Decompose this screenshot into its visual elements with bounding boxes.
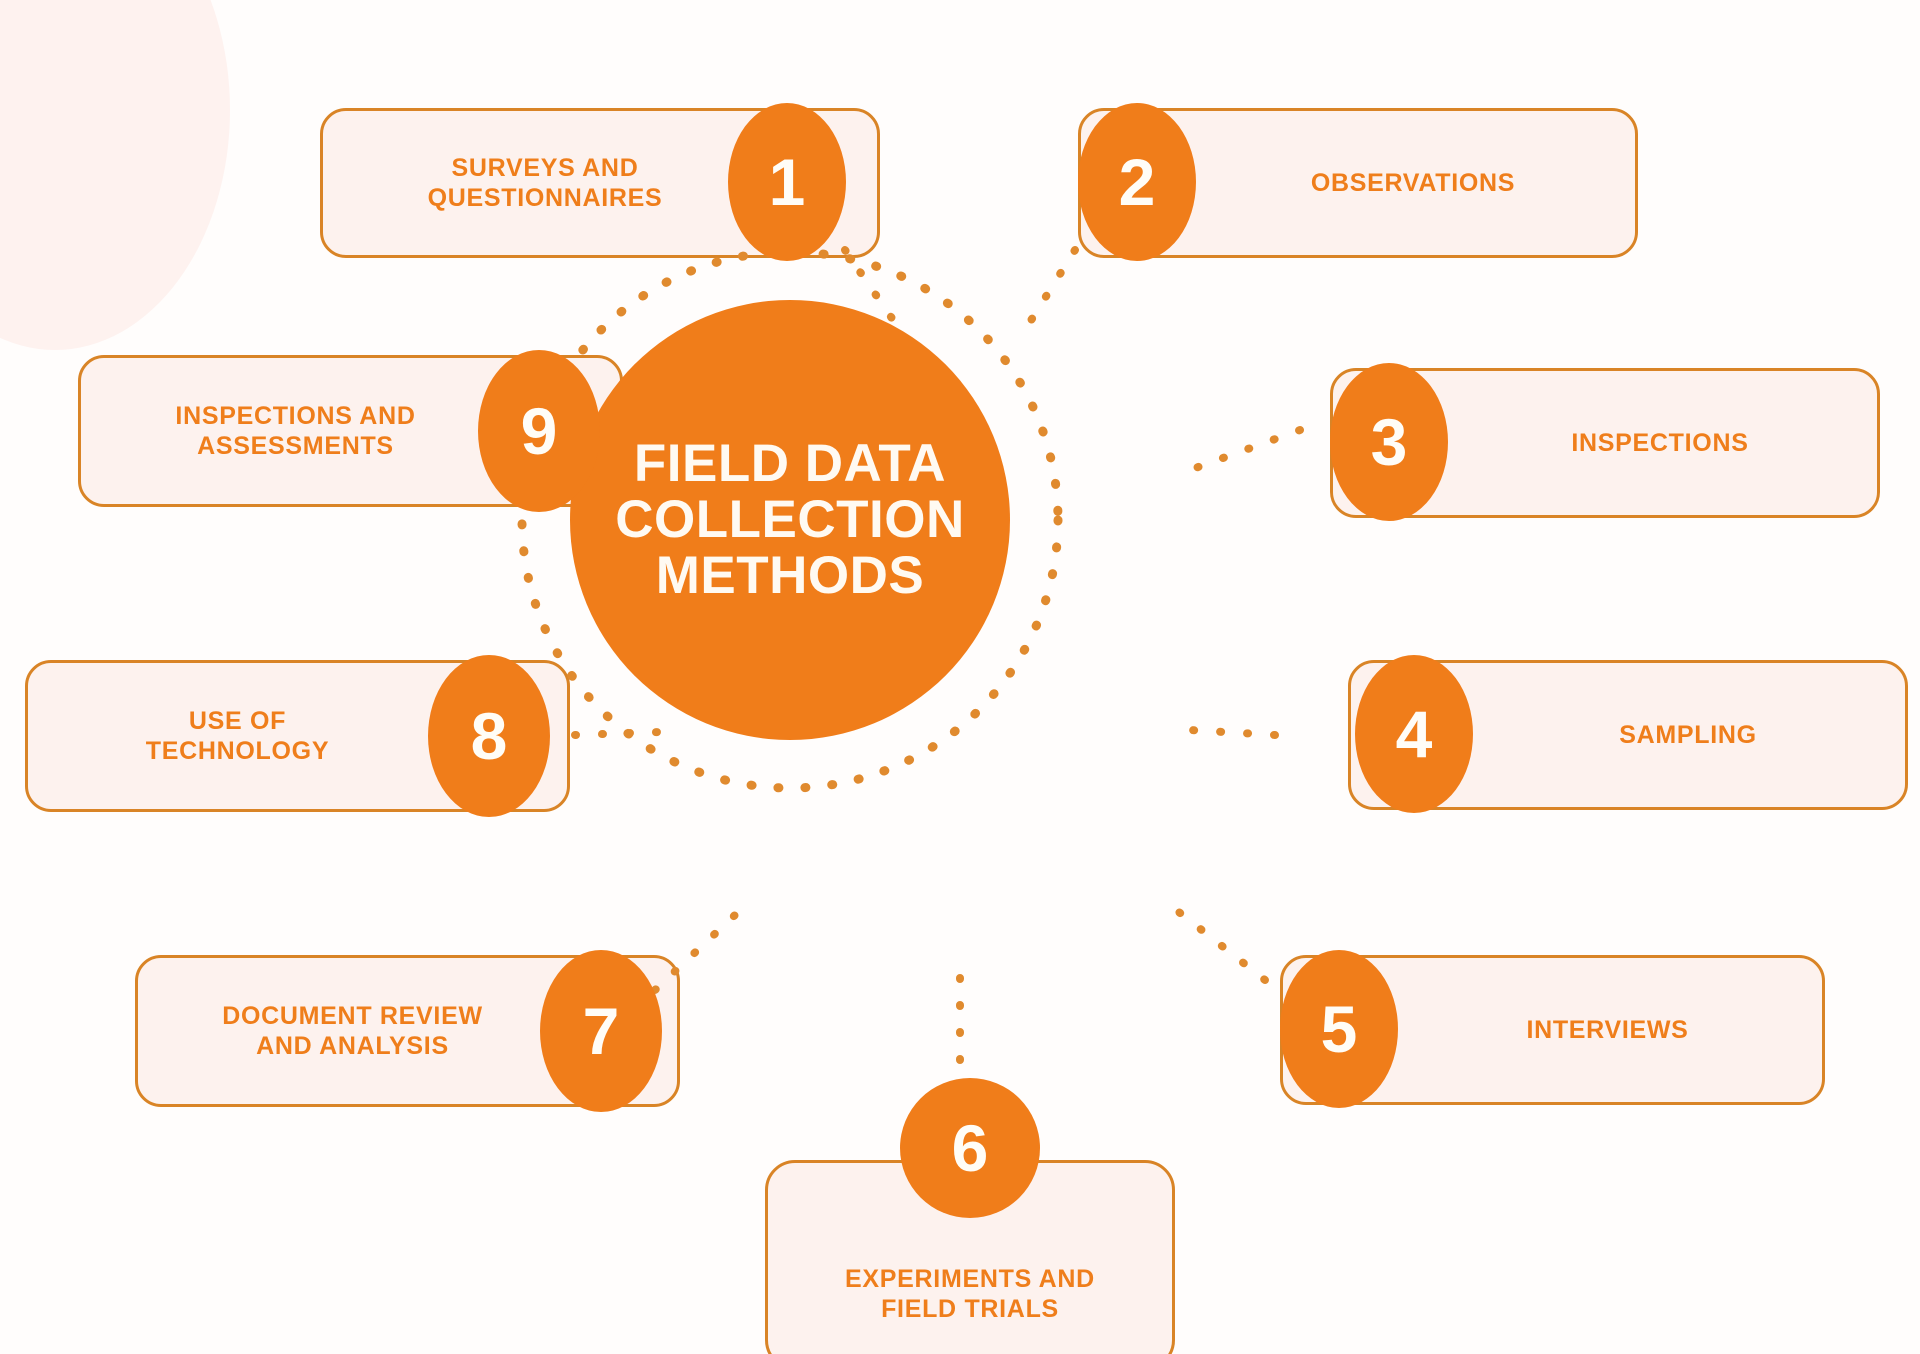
card-item-9-label: INSPECTIONS AND ASSESSMENTS	[175, 402, 416, 460]
spoke-2	[1021, 246, 1079, 334]
spoke-4	[1186, 726, 1279, 739]
number-badge-4-value: 4	[1395, 697, 1433, 771]
card-item-3-label: INSPECTIONS	[1571, 429, 1749, 457]
number-badge-8[interactable]: 8	[428, 655, 550, 817]
card-item-1-label: SURVEYS AND QUESTIONNAIRES	[427, 154, 663, 212]
number-badge-1[interactable]: 1	[728, 103, 846, 261]
spoke-3	[1186, 426, 1304, 474]
number-badge-7-value: 7	[582, 994, 620, 1068]
decorative-blob	[0, 0, 230, 350]
number-badge-6-value: 6	[951, 1111, 989, 1185]
number-badge-5[interactable]: 5	[1280, 950, 1398, 1108]
card-item-5-label: INTERVIEWS	[1526, 1016, 1689, 1044]
number-badge-8-value: 8	[470, 699, 508, 773]
card-item-6-label: EXPERIMENTS AND FIELD TRIALS	[845, 1265, 1095, 1323]
spoke-8	[571, 728, 664, 739]
hub-circle: FIELD DATA COLLECTION METHODS	[570, 300, 1010, 740]
number-badge-7[interactable]: 7	[540, 950, 662, 1112]
number-badge-4[interactable]: 4	[1355, 655, 1473, 813]
number-badge-2-value: 2	[1118, 145, 1156, 219]
number-badge-1-value: 1	[768, 145, 806, 219]
hub-title: FIELD DATA COLLECTION METHODS	[615, 433, 965, 606]
card-item-4-label: SAMPLING	[1619, 721, 1757, 749]
spoke-5	[1166, 901, 1269, 984]
number-badge-9[interactable]: 9	[478, 350, 600, 512]
card-item-8-label: USE OF TECHNOLOGY	[145, 707, 330, 765]
number-badge-9-value: 9	[520, 394, 558, 468]
number-badge-3-value: 3	[1370, 405, 1408, 479]
card-item-2-label: OBSERVATIONS	[1310, 169, 1516, 197]
number-badge-3[interactable]: 3	[1330, 363, 1448, 521]
number-badge-5-value: 5	[1320, 992, 1358, 1066]
number-badge-6[interactable]: 6	[900, 1078, 1040, 1218]
number-badge-2[interactable]: 2	[1078, 103, 1196, 261]
card-item-7-label: DOCUMENT REVIEW AND ANALYSIS	[222, 1002, 483, 1060]
